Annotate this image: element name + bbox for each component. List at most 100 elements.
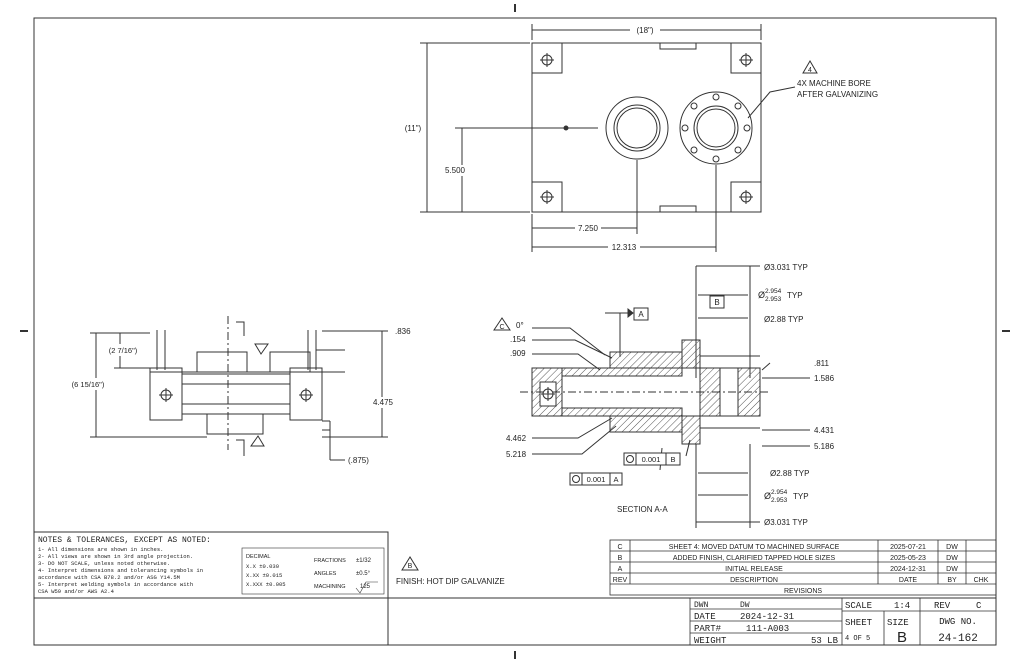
fcf-a-ref: A <box>613 475 618 484</box>
revisions-table <box>609 539 997 596</box>
side-view <box>90 316 388 461</box>
dim-dia-tol-top-prefix: Ø <box>758 290 765 300</box>
notes-block: NOTES & TOLERANCES, EXCEPT AS NOTED: 1- … <box>33 531 389 599</box>
revisions-text: C SHEET 4: MOVED DATUM TO MACHINED SURFA… <box>613 544 989 595</box>
fcf-b: 0.001 B <box>623 452 681 466</box>
section-view <box>493 265 810 528</box>
dim-811: .811 <box>814 359 830 368</box>
rev-header-chk: CHK <box>974 577 989 584</box>
rev-row2-by: DW <box>946 555 958 562</box>
note-flag: 4 <box>808 67 812 74</box>
notes-line-5: accordance with CSA B78.2 and/or ASG Y14… <box>38 574 180 581</box>
rev-header-by: BY <box>947 577 957 584</box>
rev-row2-date: 2025-05-23 <box>890 555 926 562</box>
dim-909: .909 <box>510 349 526 358</box>
notes-line-2: 2- All views are shown in 3rd angle proj… <box>38 553 193 560</box>
fcf-a: 0.001 A <box>569 472 623 486</box>
dim-0deg: 0° <box>516 321 524 330</box>
dim-4475: 4.475 <box>373 398 394 407</box>
fcf-a-tol: 0.001 <box>587 475 606 484</box>
dwg-label: DWG NO. <box>939 617 977 627</box>
machine-bore-note-line2: AFTER GALVANIZING <box>797 90 878 99</box>
rev-row2-rev: B <box>618 555 623 562</box>
dim-2-7-16: (2 7/16") <box>109 346 138 355</box>
dim-dia288-top: Ø2.88 TYP <box>764 315 803 324</box>
decimal-header: DECIMAL <box>246 554 270 560</box>
sheet-border <box>33 17 997 646</box>
notes-header: NOTES & TOLERANCES, EXCEPT AS NOTED: <box>38 536 211 545</box>
dim-4431: 4.431 <box>814 426 835 435</box>
rev-header-rev: REV <box>613 577 628 584</box>
size-value: B <box>897 629 907 646</box>
rev-row1-by: DW <box>946 544 958 551</box>
dim-dia-tol-top-upper: 2.954 <box>765 288 782 295</box>
weight-value: 53 LB <box>811 636 839 646</box>
dwg-value: 24-162 <box>938 633 978 645</box>
size-label: SIZE <box>887 618 909 628</box>
rev-header-date: DATE <box>899 577 917 584</box>
dim-5500: 5.500 <box>445 166 466 175</box>
dim-dia-tol-top-lower: 2.953 <box>765 296 782 303</box>
datum-a: A <box>638 310 644 319</box>
dim-dia3031-bot: Ø3.031 TYP <box>764 518 808 527</box>
decimal-row-3: X.XXX ±0.005 <box>246 581 286 588</box>
rev-row3-desc: INITIAL RELEASE <box>725 566 783 573</box>
scale-label: SCALE <box>845 601 872 611</box>
fractions-value: ±1/32 <box>356 558 372 564</box>
corner-hole-icon <box>540 53 753 204</box>
dwn-label: DWN <box>694 601 709 610</box>
title-block-text: DWN DW DATE 2024-12-31 PART# 111-A003 WE… <box>694 601 982 646</box>
dim-12313: 12.313 <box>612 243 637 252</box>
sheet-label: SHEET <box>845 618 873 628</box>
dim-dia-tol-bot-suffix: TYP <box>793 492 809 501</box>
dim-4462: 4.462 <box>506 434 527 443</box>
rev-row1-date: 2025-07-21 <box>890 544 926 551</box>
angles-label: ANGLES <box>314 571 337 577</box>
title-block <box>689 598 996 645</box>
rev-row2-desc: ADDED FINISH, CLARIFIED TAPPED HOLE SIZE… <box>673 555 836 562</box>
decimal-row-2: X.XX ±0.015 <box>246 572 282 579</box>
part-label: PART# <box>694 624 722 634</box>
dim-dia-tol-top-suffix: TYP <box>787 291 803 300</box>
dim-6-15-16: (6 15/16") <box>72 380 105 389</box>
section-view-labels: C 0° .154 .909 A B Ø3.031 TYP Ø 2.954 2.… <box>499 263 834 527</box>
rev-row3-by: DW <box>946 566 958 573</box>
dim-dia288-bot: Ø2.88 TYP <box>770 469 809 478</box>
date-value: 2024-12-31 <box>740 612 794 622</box>
rev-value: C <box>976 601 982 611</box>
notes-line-4: 4- Interpret dimensions and tolerancing … <box>38 567 203 574</box>
date-label: DATE <box>694 612 716 622</box>
revisions-title: REVISIONS <box>784 588 822 595</box>
notes-line-6: 5- Interpret welding symbols in accordan… <box>38 581 193 588</box>
dim-836: .836 <box>395 327 411 336</box>
dim-1586: 1.586 <box>814 374 835 383</box>
fcf-b-ref: B <box>670 455 675 464</box>
rev-label: REV <box>934 601 951 611</box>
rev-header-desc: DESCRIPTION <box>730 577 778 584</box>
sheet-value: 4 OF 5 <box>845 635 870 643</box>
section-flag-c: C <box>499 324 504 331</box>
scale-value: 1:4 <box>894 601 910 611</box>
dim-dia-tol-bot-prefix: Ø <box>764 491 771 501</box>
dim-dia-tol-bot-lower: 2.953 <box>771 497 788 504</box>
machine-bore-note-line1: 4X MACHINE BORE <box>797 79 871 88</box>
part-value: 111-A003 <box>746 624 789 634</box>
dwn-value: DW <box>740 601 750 610</box>
side-view-labels: (2 7/16") (6 15/16") .836 4.475 (.875) <box>66 327 411 465</box>
rev-row1-rev: C <box>617 544 622 551</box>
dim-5186: 5.186 <box>814 442 835 451</box>
finish-note: B FINISH: HOT DIP GALVANIZE <box>396 556 505 586</box>
decimal-row-1: X.X ±0.030 <box>246 563 279 570</box>
angles-value: ±0.5° <box>356 571 371 577</box>
dim-dia-tol-bot-upper: 2.954 <box>771 489 788 496</box>
fractions-label: FRACTIONS <box>314 558 346 564</box>
dim-5218: 5.218 <box>506 450 527 459</box>
rev-row3-rev: A <box>618 566 623 573</box>
dim-154: .154 <box>510 335 526 344</box>
section-label: SECTION A-A <box>617 505 668 514</box>
finish-flag: B <box>408 563 413 570</box>
notes-line-7: CSA W59 and/or AWS A2.4 <box>38 588 115 595</box>
fcf-b-tol: 0.001 <box>642 455 661 464</box>
dim-height: (11") <box>405 124 422 133</box>
